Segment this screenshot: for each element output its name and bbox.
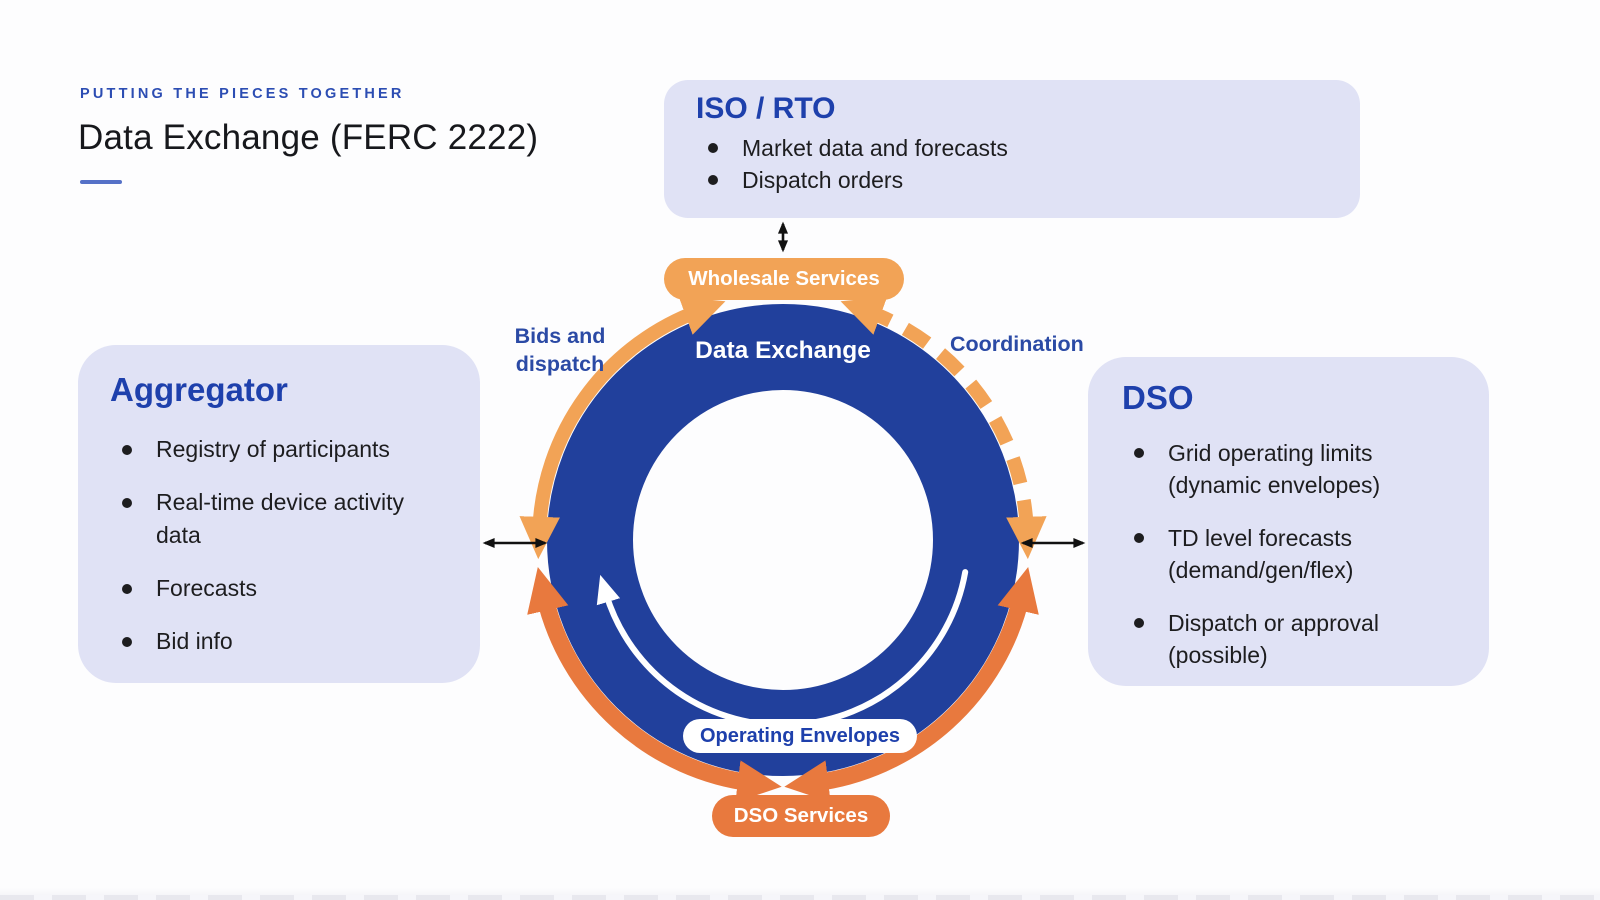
dso-services-pill: DSO Services	[712, 795, 890, 837]
bullet-item: Bid info	[122, 625, 454, 658]
page-title: Data Exchange (FERC 2222)	[78, 118, 539, 157]
coordination-label: Coordination	[950, 332, 1084, 356]
title-underline	[80, 180, 122, 184]
bullet-item: Dispatch or approval (possible)	[1134, 607, 1465, 671]
aggregator-bullet-list: Registry of participants Real-time devic…	[110, 433, 454, 658]
bids-dispatch-arc	[519, 296, 726, 560]
operating-envelopes-pill: Operating Envelopes	[683, 719, 917, 753]
aggregator-card: Aggregator Registry of participants Real…	[78, 345, 480, 683]
data-exchange-ring	[547, 304, 1019, 776]
bullet-item: Dispatch orders	[708, 165, 1330, 196]
iso-rto-card: ISO / RTO Market data and forecasts Disp…	[664, 80, 1360, 218]
bullet-item: Registry of participants	[122, 433, 454, 466]
bids-dispatch-label: Bids and dispatch	[514, 324, 606, 376]
dso-heading: DSO	[1122, 379, 1194, 416]
dso-card: DSO Grid operating limits (dynamic envel…	[1088, 357, 1489, 686]
wholesale-services-pill: Wholesale Services	[664, 258, 904, 300]
dso-bullet-list: Grid operating limits (dynamic envelopes…	[1122, 437, 1465, 671]
bullet-item: TD level forecasts (demand/gen/flex)	[1134, 522, 1465, 586]
bullet-item: Market data and forecasts	[708, 133, 1330, 164]
bottom-edge-strip	[0, 888, 1600, 900]
bullet-item: Grid operating limits (dynamic envelopes…	[1134, 437, 1465, 501]
aggregator-heading: Aggregator	[110, 371, 288, 408]
bullet-item: Forecasts	[122, 572, 454, 605]
bullet-item: Real-time device activity data	[122, 486, 454, 552]
ring-center-label: Data Exchange	[695, 337, 871, 364]
coordination-arc-dashed	[840, 296, 1047, 560]
dso-services-arc-left	[527, 567, 782, 803]
dso-services-arc-right	[784, 567, 1039, 803]
iso-rto-bullet-list: Market data and forecasts Dispatch order…	[696, 133, 1330, 196]
kicker: PUTTING THE PIECES TOGETHER	[80, 86, 405, 102]
iso-rto-heading: ISO / RTO	[696, 92, 836, 125]
